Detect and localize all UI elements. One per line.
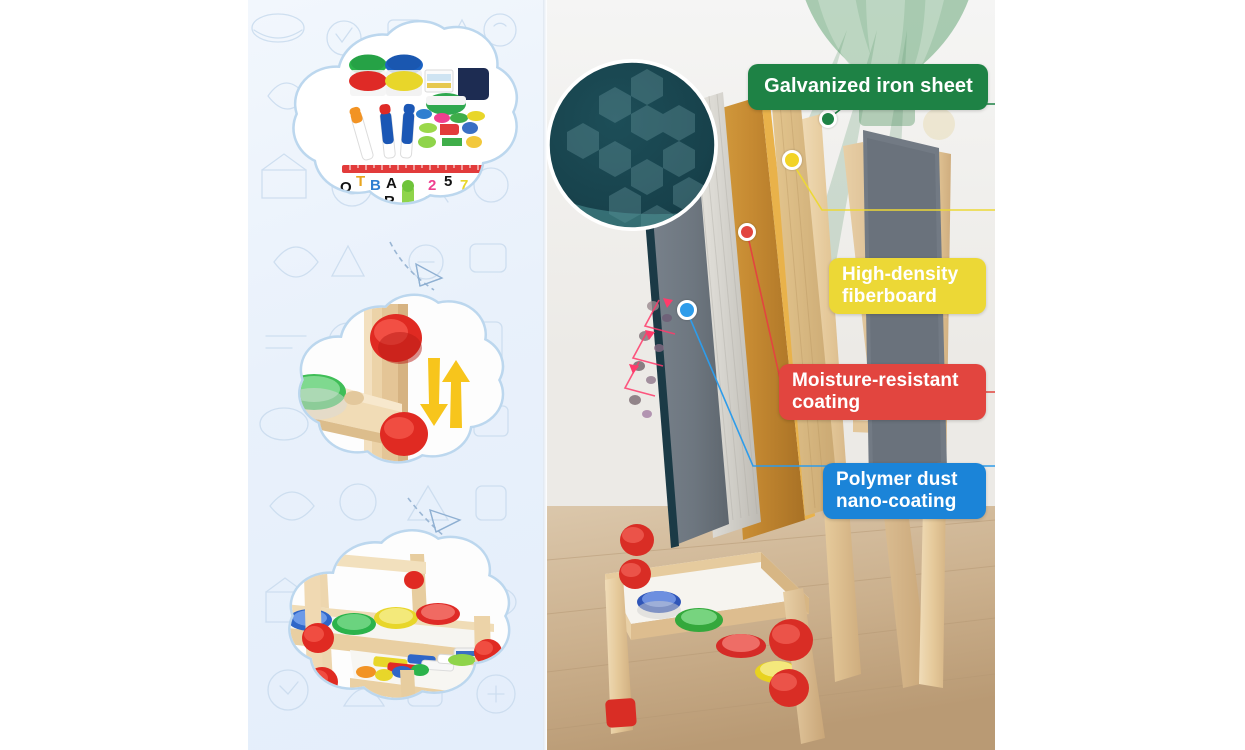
svg-text:3: 3 bbox=[434, 221, 442, 238]
accessories-cloud-card: OT BA FD LR SJ KM EN PC 25 bbox=[262, 8, 528, 258]
dot-galvanized-iron-sheet bbox=[819, 110, 837, 128]
callout-high-density-fiberboard[interactable]: High-density fiberboard bbox=[829, 258, 986, 314]
dot-high-density-fiberboard bbox=[782, 150, 802, 170]
svg-text:C: C bbox=[390, 221, 401, 238]
svg-text:N: N bbox=[358, 223, 369, 240]
callout-galvanized-iron-sheet[interactable]: Galvanized iron sheet bbox=[748, 64, 988, 110]
svg-text:7: 7 bbox=[460, 177, 468, 194]
svg-text:K: K bbox=[364, 205, 375, 222]
callout-moisture-resistant-coating[interactable]: Moisture-resistant coating bbox=[779, 364, 986, 420]
feature-detail-column: OT BA FD LR SJ KM EN PC 25 bbox=[248, 0, 543, 750]
svg-text:A: A bbox=[386, 175, 397, 192]
svg-text:M: M bbox=[380, 207, 393, 224]
panel-divider bbox=[543, 0, 547, 750]
svg-text:2: 2 bbox=[468, 219, 476, 236]
svg-text:S: S bbox=[332, 207, 342, 224]
svg-text:F: F bbox=[336, 193, 345, 210]
svg-text:6: 6 bbox=[428, 207, 436, 224]
svg-text:2: 2 bbox=[428, 177, 436, 194]
svg-text:1: 1 bbox=[472, 193, 480, 210]
svg-text:5: 5 bbox=[476, 207, 484, 224]
svg-text:D: D bbox=[352, 195, 363, 212]
storage-tray-cloud-card bbox=[262, 520, 534, 744]
svg-text:0: 0 bbox=[444, 209, 452, 226]
svg-text:+: + bbox=[460, 205, 469, 222]
svg-text:J: J bbox=[348, 209, 356, 226]
svg-text:P: P bbox=[374, 219, 384, 236]
svg-text:T: T bbox=[356, 173, 365, 190]
dot-moisture-resistant-coating bbox=[738, 223, 756, 241]
height-adjust-cloud-card bbox=[278, 282, 518, 514]
svg-text:B: B bbox=[370, 177, 381, 194]
dot-polymer-dust-nano-coating bbox=[677, 300, 697, 320]
callout-polymer-dust-nano-coating[interactable]: Polymer dust nano-coating bbox=[823, 463, 986, 519]
svg-text:R: R bbox=[384, 193, 395, 210]
paper-plane-connector-bottom bbox=[407, 497, 462, 547]
material-layers-photo: Galvanized iron sheet High-density fiber… bbox=[547, 0, 995, 750]
paper-plane-connector-top bbox=[389, 241, 444, 291]
svg-text:5: 5 bbox=[444, 173, 452, 190]
svg-text:E: E bbox=[340, 221, 350, 238]
